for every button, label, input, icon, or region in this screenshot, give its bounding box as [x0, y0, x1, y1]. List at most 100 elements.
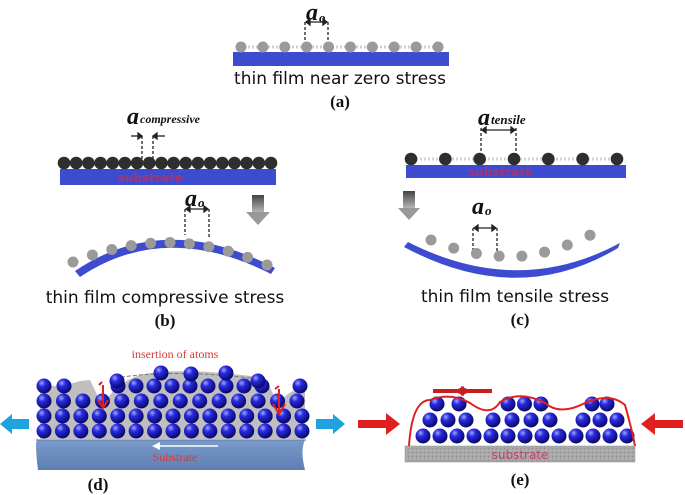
panel-b: a compressive substrate a o thi: [46, 104, 285, 330]
atom: [202, 408, 218, 424]
atom: [493, 250, 505, 262]
atom: [257, 423, 273, 439]
atom: [539, 246, 551, 258]
atom: [239, 423, 255, 439]
atom: [67, 256, 79, 268]
atom: [504, 412, 520, 428]
atom: [449, 428, 465, 444]
atom: [576, 152, 589, 166]
atom: [128, 408, 144, 424]
atom: [542, 152, 555, 166]
atom: [301, 41, 313, 53]
relaxed-lattice-label: a o: [472, 194, 492, 220]
atom: [172, 393, 188, 409]
atom: [619, 428, 635, 444]
atom: [218, 365, 234, 381]
stress-contour-line: [408, 395, 636, 447]
atom: [106, 156, 120, 170]
spacing-dimension-marker: [480, 125, 517, 155]
atom: [91, 408, 107, 424]
atom: [242, 251, 254, 263]
atom: [164, 236, 176, 248]
atom: [54, 423, 70, 439]
atom: [36, 423, 52, 439]
atom: [500, 428, 516, 444]
lattice-subscript: tensile: [491, 112, 526, 127]
spacing-dimension-marker: [131, 131, 165, 160]
atom: [523, 412, 539, 428]
relaxed-atom-row: [425, 229, 596, 262]
atom: [109, 373, 125, 389]
panel-c: a tensile substrate a o thin film: [398, 105, 626, 329]
atom: [516, 250, 528, 262]
atom: [145, 237, 157, 249]
atom: [561, 239, 573, 251]
atom: [203, 156, 217, 170]
atom: [575, 412, 591, 428]
atom: [218, 378, 234, 394]
compressive-arrow-right: [641, 413, 683, 435]
atom: [228, 156, 241, 170]
atom: [602, 428, 618, 444]
atom: [250, 393, 266, 409]
atom: [82, 156, 95, 170]
atom: [130, 156, 144, 170]
atom: [114, 393, 130, 409]
atom: [146, 378, 162, 394]
lattice-symbol: a: [472, 194, 484, 220]
insertion-arrow-left: [97, 381, 109, 410]
atom: [235, 41, 247, 53]
atom: [568, 428, 584, 444]
surface-arrow-left: [454, 386, 492, 396]
film-atom-stack: [36, 365, 310, 439]
atom: [599, 396, 615, 412]
substrate-label: substrate: [468, 165, 533, 179]
atom: [264, 156, 278, 170]
insertion-arrow-right: [272, 385, 286, 416]
atom: [485, 412, 501, 428]
lattice-symbol: a: [127, 104, 139, 130]
atom: [192, 393, 208, 409]
atom: [215, 156, 229, 170]
bend-down-arrow: [246, 195, 270, 225]
atom: [73, 408, 89, 424]
caption-b: thin film compressive stress: [46, 288, 285, 308]
atom: [231, 393, 247, 409]
atom: [534, 428, 550, 444]
atom: [165, 408, 181, 424]
substrate-block: [404, 445, 636, 463]
atom: [448, 242, 460, 254]
panel-label-e: (e): [511, 470, 530, 489]
atom: [551, 428, 567, 444]
atom-row: [235, 41, 444, 53]
compressed-atom-row: [57, 156, 278, 170]
atom: [220, 408, 236, 424]
atom: [128, 378, 144, 394]
substrate-label: substrate: [118, 171, 183, 185]
atom: [507, 152, 521, 166]
lattice-subscript: o: [485, 203, 492, 218]
substrate-bar: [60, 169, 276, 185]
atom: [133, 393, 149, 409]
atom: [404, 152, 418, 166]
atom: [165, 423, 181, 439]
stretched-atom-row: [404, 152, 624, 166]
atom: [200, 378, 216, 394]
atom: [191, 156, 205, 170]
atom: [91, 423, 107, 439]
panel-label-d: (d): [88, 475, 109, 494]
atom: [279, 41, 291, 53]
atom: [106, 243, 118, 255]
caption-c: thin film tensile stress: [421, 287, 609, 307]
atom: [250, 373, 266, 389]
atom: [415, 428, 431, 444]
atom: [609, 412, 625, 428]
atom: [147, 408, 163, 424]
atom: [410, 41, 422, 53]
atom: [592, 412, 608, 428]
atom: [57, 156, 71, 170]
atom: [36, 408, 52, 424]
lattice-subscript: compressive: [140, 112, 201, 126]
panel-e: substrate (e): [358, 386, 683, 489]
